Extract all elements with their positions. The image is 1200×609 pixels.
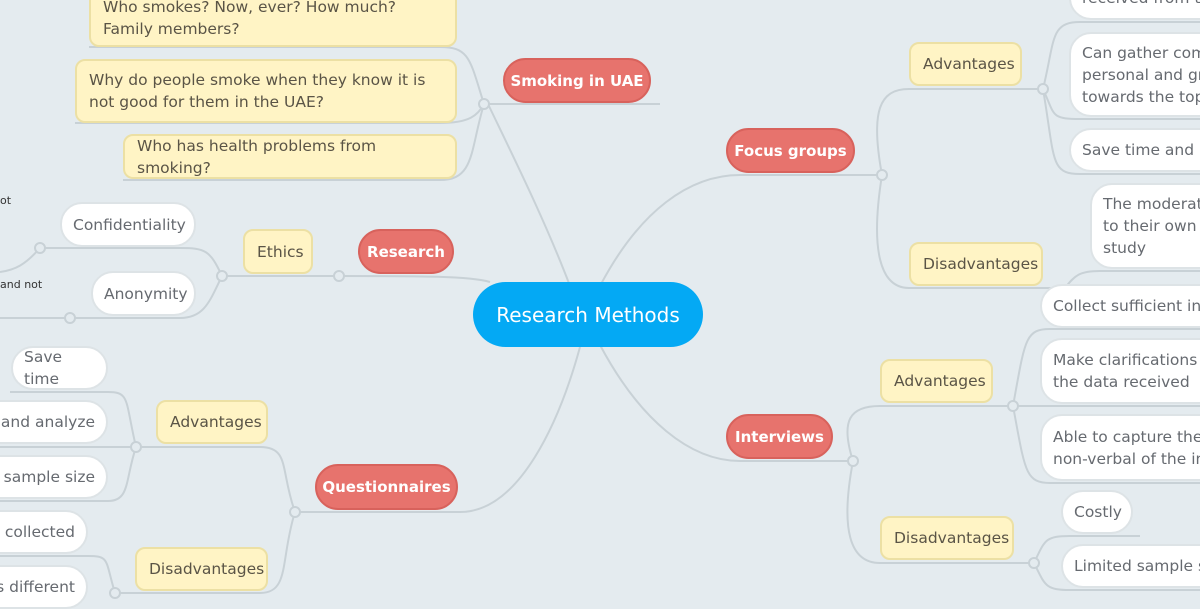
interviews-disadvantages[interactable]: Disadvantages (880, 516, 1014, 560)
topic-focus-groups[interactable]: Focus groups (726, 128, 855, 173)
questionnaires-disadvantages[interactable]: Disadvantages (135, 547, 268, 591)
focus-groups-advantage-item[interactable]: Save time and r (1069, 128, 1200, 172)
central-topic[interactable]: Research Methods (473, 282, 703, 347)
confidentiality-note-text: ot (0, 194, 12, 207)
questionnaires-advantages[interactable]: Advantages (156, 400, 268, 444)
interviews-advantage-item[interactable]: Able to capture the non-verbal of the in (1040, 414, 1200, 481)
questionnaires-advantage-item[interactable]: t sample size (0, 455, 108, 499)
focus-groups-disadvantages[interactable]: Disadvantages (909, 242, 1043, 286)
interviews-advantages[interactable]: Advantages (880, 359, 993, 403)
topic-smoking-in-uae[interactable]: Smoking in UAE (503, 58, 651, 103)
focus-groups-disadvantage-item[interactable]: The moderato to their own v study (1090, 183, 1200, 269)
focus-groups-advantages[interactable]: Advantages (909, 42, 1022, 86)
smoking-question-who-smokes[interactable]: Who smokes? Now, ever? How much? Family … (89, 0, 457, 47)
questionnaires-disadvantage-item[interactable]: s different (0, 565, 88, 609)
anonymity-node[interactable]: Anonymity (91, 271, 196, 316)
topic-research[interactable]: Research (358, 229, 454, 274)
topic-interviews[interactable]: Interviews (726, 414, 833, 459)
anonymity-note-text: and not (0, 278, 43, 291)
questionnaires-disadvantage-item[interactable]: n collected (0, 510, 88, 554)
topic-questionnaires[interactable]: Questionnaires (315, 464, 458, 510)
interviews-advantage-item[interactable]: Collect sufficient in (1040, 284, 1200, 328)
focus-groups-advantage-item[interactable]: received from t (1069, 0, 1200, 20)
interviews-disadvantage-item[interactable]: Limited sample s (1061, 544, 1200, 588)
questionnaires-advantage-item[interactable]: y and analyze (0, 400, 108, 444)
smoking-question-health-problems[interactable]: Who has health problems from smoking? (123, 134, 457, 179)
questionnaires-advantage-item[interactable]: Save time (11, 346, 108, 390)
interviews-disadvantage-item[interactable]: Costly (1061, 490, 1133, 534)
confidentiality-node[interactable]: Confidentiality (60, 202, 196, 247)
focus-groups-advantage-item[interactable]: Can gather com personal and gr towards t… (1069, 32, 1200, 117)
ethics-node[interactable]: Ethics (243, 229, 313, 274)
interviews-advantage-item[interactable]: Make clarifications o the data received (1040, 338, 1200, 404)
smoking-question-why-smoke[interactable]: Why do people smoke when they know it is… (75, 59, 457, 123)
